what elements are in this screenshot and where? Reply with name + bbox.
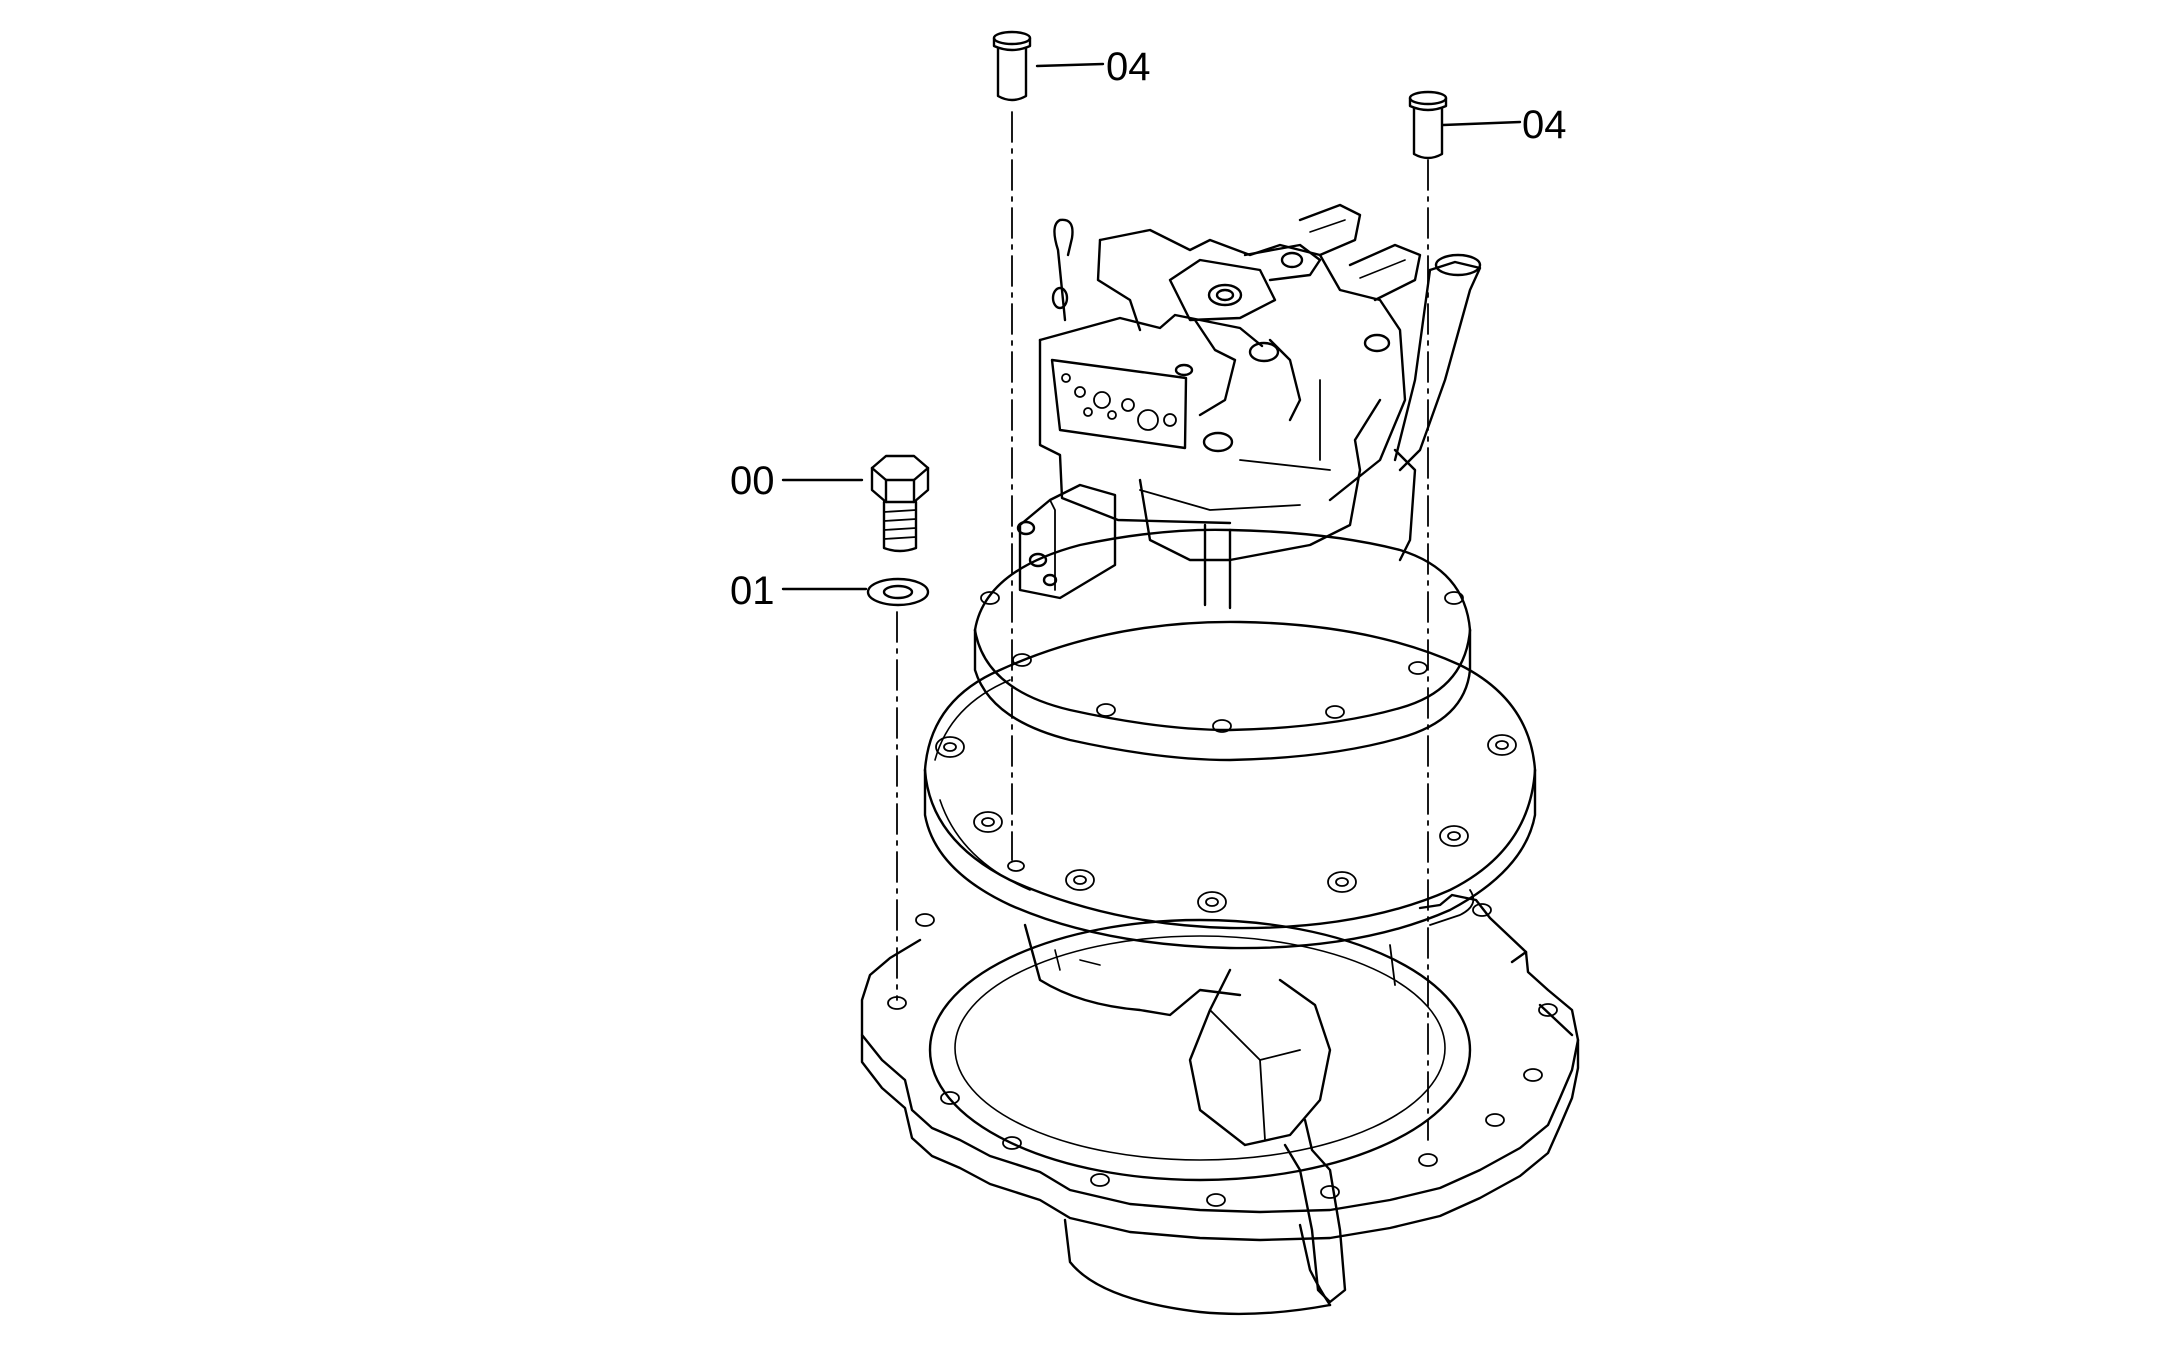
pin-head (1408, 90, 1448, 106)
bolt-shank (882, 500, 918, 553)
flange-top-outline (860, 893, 1580, 1214)
callout-label: 04 (1522, 103, 1567, 147)
bolt-head-side (870, 466, 930, 504)
cable (1283, 1118, 1347, 1304)
middle-cap-screws (980, 591, 1464, 733)
bolt-head-top (870, 454, 930, 482)
sensor-wire (1053, 218, 1074, 322)
middle-lower-edge (973, 628, 1472, 762)
valve-port-face (1050, 358, 1188, 450)
pin-body (996, 46, 1028, 102)
flange-bottom-boss (1063, 1218, 1332, 1316)
valve-block (1016, 203, 1482, 610)
leader-line (1441, 120, 1522, 127)
flange-inner-ring (928, 918, 1472, 1182)
bracket-outline (1188, 968, 1332, 1147)
pin-04-left[interactable] (992, 30, 1032, 102)
callout-label: 04 (1106, 45, 1151, 89)
washer-inner (882, 584, 914, 600)
washer-outer (866, 577, 930, 607)
washer-01[interactable] (866, 577, 930, 607)
mounting-flange (860, 893, 1580, 1316)
bolt-thread (883, 509, 917, 540)
housing-cap-screws (935, 734, 1517, 913)
callout-00[interactable]: 00 (730, 459, 864, 503)
hose-fitting-2 (1348, 243, 1422, 302)
housing-bolt-ring (923, 768, 1537, 930)
relief-valve-block (1018, 483, 1117, 600)
housing-top-edge (923, 620, 1537, 772)
lower-gear-housing (923, 620, 1537, 1017)
hex-bolt-00[interactable] (870, 454, 930, 553)
pin-body (1412, 106, 1444, 160)
valve-left-edge (1038, 338, 1232, 525)
callout-04-right[interactable]: 04 (1441, 103, 1567, 147)
hose-fitting-1 (1298, 203, 1362, 257)
middle-bolt-ring (973, 628, 1472, 732)
pin-collar (992, 36, 1032, 52)
flange-bolt-holes (887, 903, 1558, 1207)
callout-label: 00 (730, 459, 775, 503)
middle-top-edge (973, 528, 1472, 632)
valve-top-edge (1038, 313, 1264, 348)
pin-04-right[interactable] (1408, 90, 1448, 160)
callout-04-left[interactable]: 04 (1035, 45, 1151, 89)
valve-lower-body (1138, 398, 1382, 562)
housing-neck-left (1023, 923, 1242, 1017)
drain-pipe (1398, 260, 1482, 472)
callout-01[interactable]: 01 (730, 569, 868, 613)
assembly-lines (896, 111, 1429, 1141)
pin-collar (1408, 96, 1448, 112)
flange-side-outline (860, 1033, 1580, 1242)
housing-lower-edge (923, 768, 1537, 950)
pin-head (992, 30, 1032, 46)
leader-line (1035, 62, 1105, 68)
callout-label: 01 (730, 569, 775, 613)
front-bracket (1188, 968, 1347, 1304)
middle-housing (973, 528, 1472, 762)
valve-ports (1061, 373, 1177, 431)
valve-flange-plate (1168, 258, 1277, 322)
